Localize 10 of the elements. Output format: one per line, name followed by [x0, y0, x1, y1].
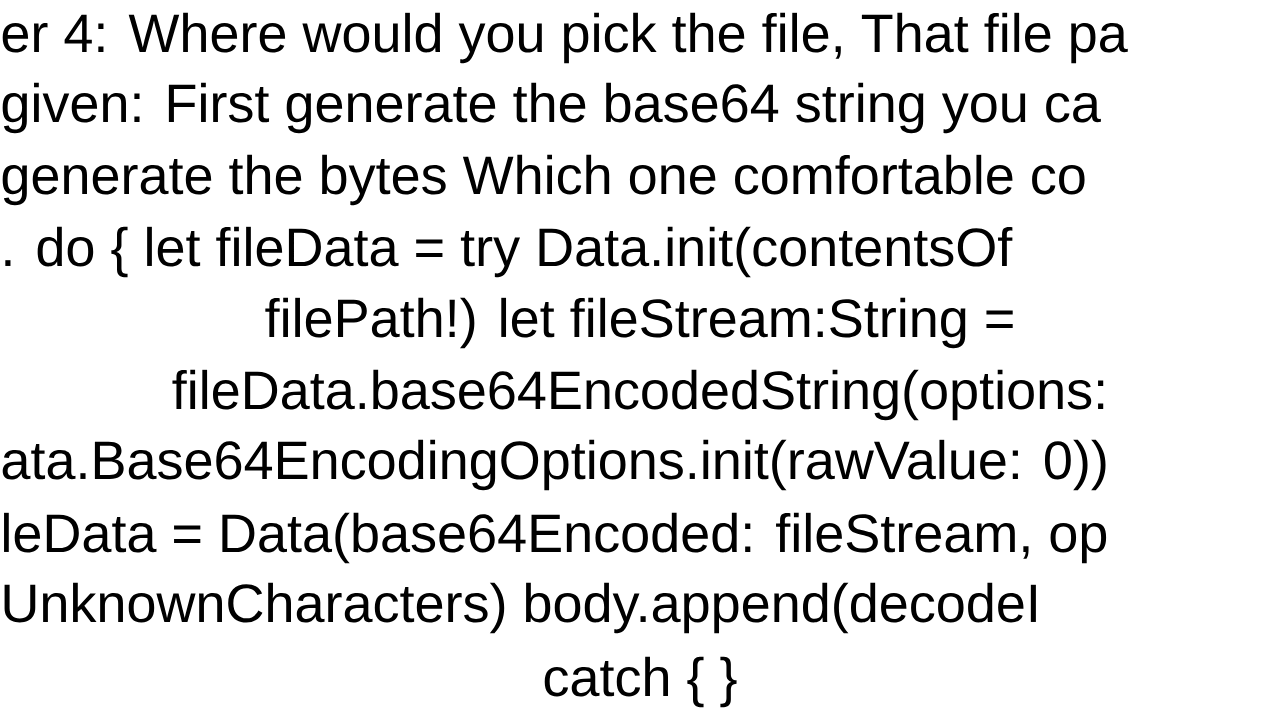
text-line: given: First generate the base64 string you ca — [2, 82, 1101, 134]
text-line: leData = Data(base64Encoded: fileStream, op — [4, 512, 1107, 564]
text-line: UnknownCharacters) body.append(decodeI — [4, 582, 1036, 634]
text-line: filePath!) let fileStream:String = — [265, 297, 1013, 349]
text-line: ata.Base64EncodingOptions.init(rawValue: 0)) — [2, 439, 1106, 491]
text-line: fileData.base64EncodedString(options: — [172, 369, 1104, 421]
text-line: generate the bytes Which one comfortable co — [2, 154, 1085, 206]
text-line: er 4: Where would you pick the file, That file pa — [2, 12, 1128, 64]
text-line: . do { let fileData = try Data.init(contentsOf — [5, 226, 1013, 278]
text-line: catch { } — [544, 656, 737, 708]
